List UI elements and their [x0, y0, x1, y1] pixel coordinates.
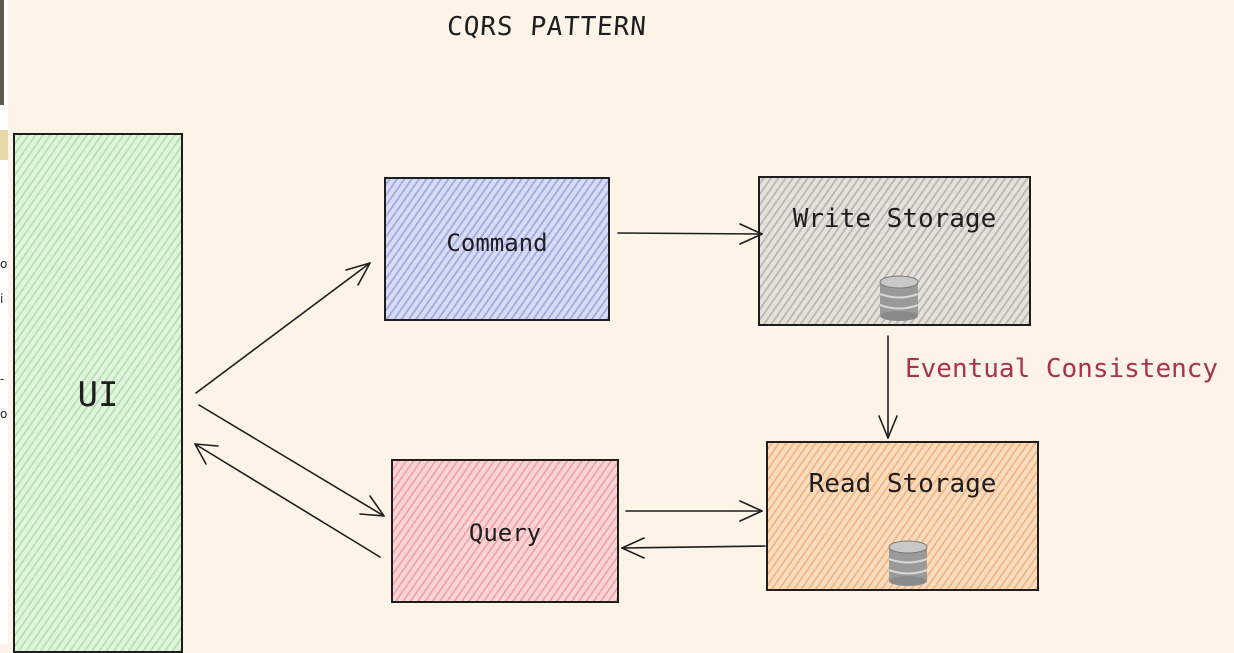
arrow-ui-to-query: [198, 404, 385, 517]
arrow-ui-to-command: [195, 262, 371, 394]
edge-text-fragment: -: [0, 372, 5, 386]
ui-node[interactable]: UI: [13, 133, 183, 653]
arrow-read-storage-to-query: [621, 537, 766, 559]
write-storage-node[interactable]: Write Storage: [758, 176, 1031, 326]
query-node-label: Query: [468, 519, 542, 547]
query-node[interactable]: Query: [391, 459, 619, 603]
window-edge-strip: o i - o: [0, 0, 8, 644]
eventual-consistency-annotation: Eventual Consistency: [905, 354, 1219, 384]
window-edge-tan: [0, 130, 8, 160]
arrow-write-to-read-storage: [878, 335, 898, 439]
command-node[interactable]: Command: [384, 177, 610, 321]
arrow-command-to-write-storage: [617, 223, 763, 245]
read-storage-node[interactable]: Read Storage: [766, 441, 1039, 591]
edge-text-fragment: i: [0, 292, 4, 306]
window-edge-dark: [0, 0, 4, 105]
write-storage-label: Write Storage: [792, 204, 997, 234]
read-storage-label: Read Storage: [808, 469, 997, 499]
arrow-query-to-read-storage: [625, 500, 763, 522]
command-node-label: Command: [446, 229, 548, 257]
edge-text-fragment: o: [0, 257, 8, 271]
database-icon: [879, 275, 919, 321]
database-icon: [888, 540, 928, 586]
edge-text-fragment: o: [0, 407, 8, 421]
ui-node-label: UI: [77, 375, 119, 415]
arrow-query-to-ui: [194, 443, 381, 558]
